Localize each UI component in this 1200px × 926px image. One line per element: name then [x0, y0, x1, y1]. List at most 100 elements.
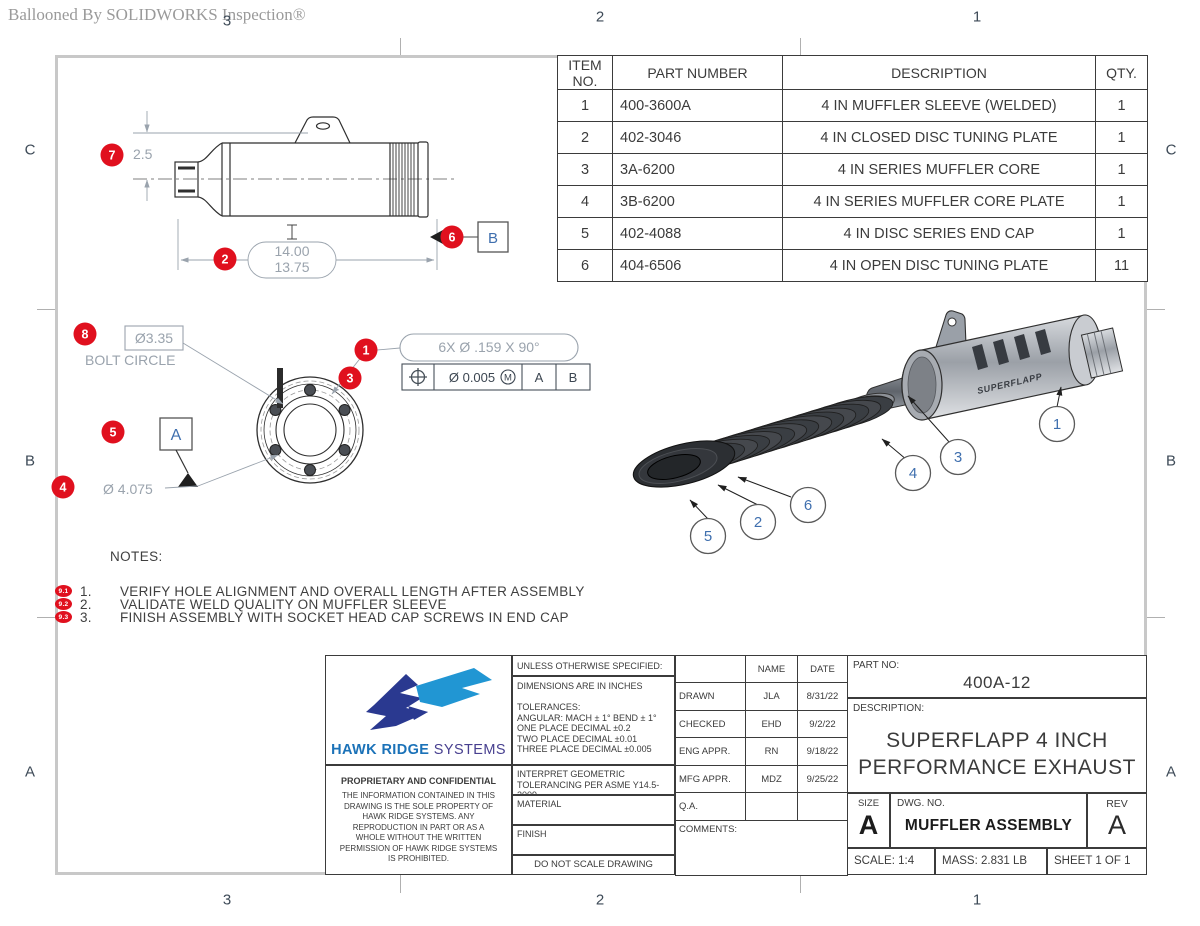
inspection-balloon-7: 7 — [100, 143, 124, 167]
logo-cell: HAWK RIDGE SYSTEMS — [325, 655, 512, 765]
material-cell: MATERIAL — [512, 795, 675, 825]
length-dimension — [177, 219, 438, 279]
hole-callout-capsule — [399, 333, 579, 362]
zone-tick — [400, 875, 401, 893]
no-scale-note: DO NOT SCALE DRAWING — [534, 859, 653, 870]
mass-cell: MASS: 2.831 LB — [935, 848, 1047, 875]
spec-header: UNLESS OTHERWISE SPECIFIED: — [517, 661, 663, 671]
note-number: 2. — [80, 596, 92, 612]
tolerance-one-place: ONE PLACE DECIMAL ±0.2 — [517, 723, 631, 733]
comments-row: COMMENTS: — [675, 820, 848, 876]
approval-row: MFG APPR. MDZ 9/25/22 — [675, 765, 848, 793]
approval-role: Q.A. — [675, 792, 746, 821]
muffler-outline — [174, 116, 429, 218]
rev-label: REV — [1106, 798, 1128, 810]
bom-cell-item: 1 — [557, 89, 613, 122]
units-note: DIMENSIONS ARE IN INCHES — [517, 681, 643, 691]
datum-a-box — [159, 417, 193, 451]
zone-tick — [1147, 309, 1165, 310]
part-no-label: PART NO: — [853, 660, 900, 671]
weld-tab — [277, 368, 283, 408]
bom-cell-part: 3B-6200 — [612, 185, 783, 218]
item-balloon-6: 6 — [804, 497, 812, 514]
bom-cell-part: 3A-6200 — [612, 153, 783, 186]
fcf-datum-1: A — [535, 370, 544, 385]
item-balloon-4: 4 — [909, 465, 917, 482]
note-number: 3. — [80, 609, 92, 625]
bom-cell-part: 402-3046 — [612, 121, 783, 154]
inlet-tip — [1080, 327, 1124, 379]
inspection-balloon-5: 5 — [101, 420, 125, 444]
note-item: 9.3 3. FINISH ASSEMBLY WITH SOCKET HEAD … — [55, 609, 569, 625]
company-name-secondary: SYSTEMS — [433, 742, 506, 758]
approval-role: MFG APPR. — [675, 765, 746, 793]
bom-cell-qty: 1 — [1095, 121, 1148, 154]
approval-role: DRAWN — [675, 682, 746, 711]
approval-name: EHD — [745, 710, 798, 738]
datum-b-label: B — [488, 230, 498, 247]
feature-control-frame: Ø 0.005 M A B — [401, 363, 591, 391]
part-no-value: 400A-12 — [963, 673, 1031, 692]
description-cell: DESCRIPTION: SUPERFLAPP 4 INCH PERFORMAN… — [847, 698, 1147, 793]
bom-table: ITEM NO. PART NUMBER DESCRIPTION QTY. 1 … — [557, 55, 1148, 282]
datum-a-triangle — [178, 473, 198, 487]
company-wordmark: HAWK RIDGE SYSTEMS — [326, 742, 511, 758]
bolt-circle-leader — [182, 342, 284, 405]
bom-row: 4 3B-6200 4 IN SERIES MUFFLER CORE PLATE… — [557, 185, 1148, 218]
bom-header-item: ITEM NO. — [557, 55, 613, 90]
zone-tick — [400, 38, 401, 55]
comments-label: COMMENTS: — [675, 820, 848, 876]
fcf-modifier: M — [504, 373, 512, 384]
datum-b-box — [477, 221, 509, 253]
zone-tick — [37, 617, 55, 618]
bom-cell-part: 400-3600A — [612, 89, 783, 122]
approval-row: Q.A. — [675, 792, 848, 821]
bom-header-desc: DESCRIPTION — [782, 55, 1096, 90]
bom-row: 2 402-3046 4 IN CLOSED DISC TUNING PLATE… — [557, 121, 1148, 154]
zone-label-top-2: 2 — [595, 8, 605, 26]
approval-name: RN — [745, 737, 798, 766]
bolt-circle-dim-box — [124, 325, 184, 351]
flange-dia-leader — [164, 485, 199, 489]
approval-name: MDZ — [745, 765, 798, 793]
bom-cell-item: 6 — [557, 249, 613, 282]
approval-row: CHECKED EHD 9/2/22 — [675, 710, 848, 738]
approval-row: ENG APPR. RN 9/18/22 — [675, 737, 848, 766]
bolt-circle-dim-text: Ø3.35 — [135, 330, 173, 346]
hanger-tab — [935, 310, 967, 348]
length-dim-upper: 14.00 — [274, 243, 309, 259]
side-view-drawing: 2.5 14.00 13.75 B — [133, 111, 509, 279]
zone-label-bottom-3: 3 — [222, 891, 232, 909]
tolerance-two-place: TWO PLACE DECIMAL ±0.01 — [517, 733, 638, 744]
bom-cell-item: 2 — [557, 121, 613, 154]
approval-role: CHECKED — [675, 710, 746, 738]
note-item: 9.1 1. VERIFY HOLE ALIGNMENT AND OVERALL… — [55, 583, 585, 599]
size-label: SIZE — [857, 798, 880, 809]
bom-cell-desc: 4 IN CLOSED DISC TUNING PLATE — [782, 121, 1096, 154]
bom-cell-desc: 4 IN DISC SERIES END CAP — [782, 217, 1096, 250]
description-label: DESCRIPTION: — [853, 703, 925, 714]
zone-label-right-a: A — [1165, 763, 1177, 781]
bom-cell-desc: 4 IN MUFFLER SLEEVE (WELDED) — [782, 89, 1096, 122]
height-dim-text: 2.5 — [133, 146, 153, 162]
fcf-tolerance: Ø 0.005 — [449, 370, 495, 385]
zone-label-right-c: C — [1165, 141, 1177, 159]
bom-cell-qty: 11 — [1095, 249, 1148, 282]
zone-tick — [37, 309, 55, 310]
proprietary-cell: PROPRIETARY AND CONFIDENTIAL THE INFORMA… — [325, 765, 512, 875]
datum-a-label: A — [171, 427, 182, 444]
description-line-2: PERFORMANCE EXHAUST — [858, 756, 1136, 779]
length-dim-lower: 13.75 — [274, 259, 309, 275]
dwg-no-label: DWG. NO. — [897, 798, 945, 809]
bom-cell-qty: 1 — [1095, 217, 1148, 250]
item-balloon-1: 1 — [1053, 416, 1061, 433]
bom-row: 6 404-6506 4 IN OPEN DISC TUNING PLATE 1… — [557, 249, 1148, 282]
bom-cell-desc: 4 IN SERIES MUFFLER CORE PLATE — [782, 185, 1096, 218]
note-balloon-9-2: 9.2 — [55, 598, 72, 610]
approval-row: DRAWN JLA 8/31/22 — [675, 682, 848, 711]
inspection-balloon-2: 2 — [213, 247, 237, 271]
bom-header-part: PART NUMBER — [612, 55, 783, 90]
hole-callout-text: 6X Ø .159 X 90° — [438, 339, 539, 355]
note-number: 1. — [80, 583, 92, 599]
